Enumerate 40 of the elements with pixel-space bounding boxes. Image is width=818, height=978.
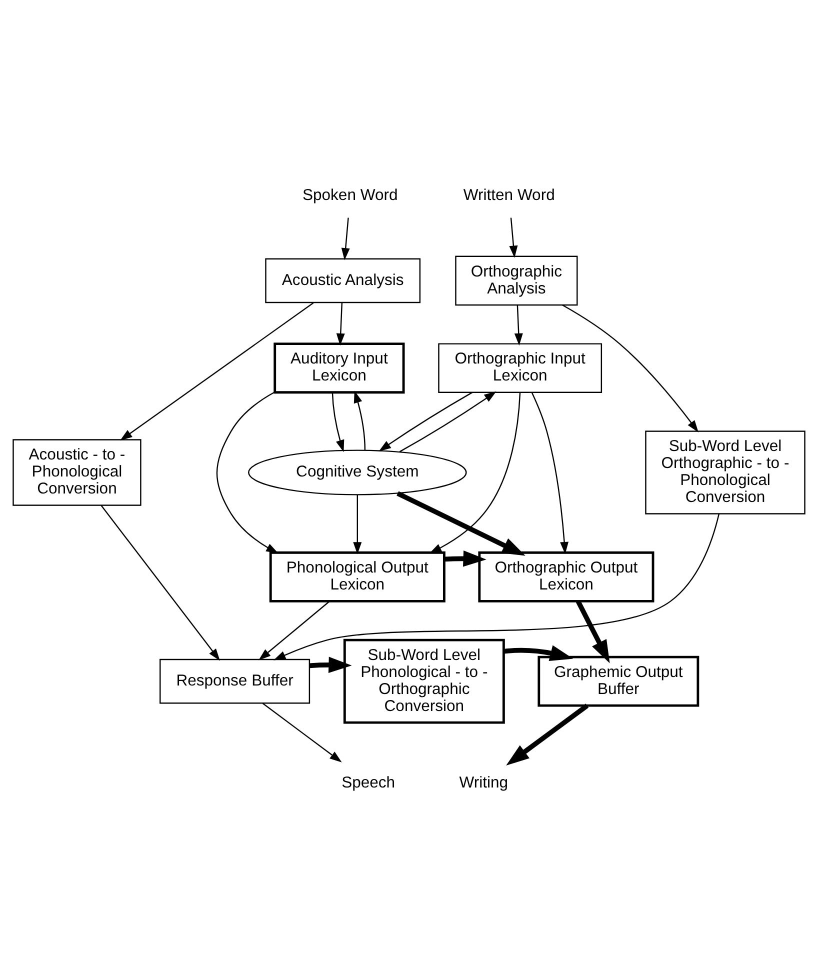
arrow [514, 304, 523, 346]
node-box: Auditory Input Lexicon [274, 342, 405, 394]
node-text: Writing [459, 774, 508, 791]
arrow [120, 302, 314, 440]
node-text: Spoken Word [302, 186, 398, 204]
arrow [378, 391, 473, 451]
node-box: Phonological Output Lexicon [269, 550, 446, 602]
arrow [353, 494, 362, 554]
node-box: Acoustic - to - Phonological Conversion [12, 438, 142, 506]
node-box: Sub-Word Level Phonological - to - Orthographic Conversion [343, 638, 505, 724]
arrow [332, 392, 344, 452]
arrow [399, 390, 496, 452]
arrow [341, 217, 350, 260]
arrow [100, 504, 220, 660]
arrow [444, 550, 486, 566]
arrow [336, 302, 345, 346]
arrow [274, 513, 720, 660]
arrow [309, 656, 352, 672]
node-box: Response Buffer [160, 658, 310, 704]
arrow [396, 490, 526, 556]
arrow [532, 392, 569, 554]
arrow [354, 390, 366, 450]
node-box: Acoustic Analysis [265, 258, 421, 303]
node-box: Orthographic Input Lexicon [438, 342, 602, 392]
node-box: Sub-Word Level Orthographic - to - Phonological Conversion [645, 430, 806, 514]
arrow [562, 304, 698, 432]
node-box: Orthographic Output Lexicon [478, 550, 654, 602]
arrow [506, 703, 589, 766]
arrow [262, 702, 342, 762]
arrow [429, 392, 521, 553]
arrow [216, 391, 278, 553]
node-text: Speech [342, 774, 396, 791]
arrow [509, 217, 518, 258]
arrow [258, 600, 330, 660]
node-text: Written Word [463, 186, 555, 204]
node-ellipse: Cognitive System [248, 449, 467, 495]
node-box: Graphemic Output Buffer [538, 655, 700, 706]
arrow [576, 600, 610, 663]
node-box: Orthographic Analysis [455, 255, 578, 306]
arrow [504, 644, 574, 660]
